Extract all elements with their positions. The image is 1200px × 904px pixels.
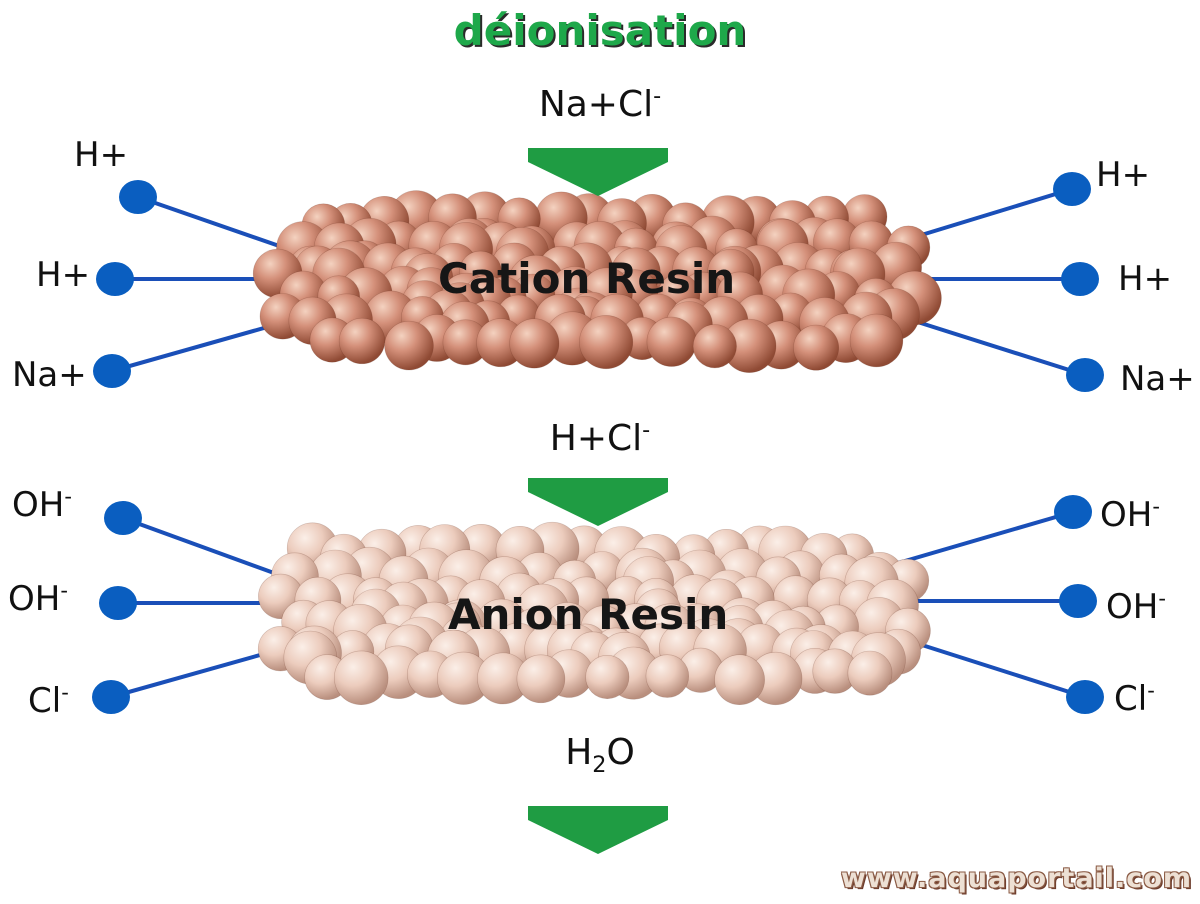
resin-bead xyxy=(384,320,434,371)
resin-bead xyxy=(338,317,386,365)
anion-left-ion-1: OH- xyxy=(12,483,72,525)
ion-dot xyxy=(93,354,131,388)
resin-bead xyxy=(793,324,840,371)
ion-bond-line xyxy=(110,646,286,699)
anion-right-ion-1: OH- xyxy=(1100,493,1160,535)
ion-dot xyxy=(104,501,142,535)
watermark: www.aquaportail.com xyxy=(840,863,1192,894)
cation-right-ion-2: H+ xyxy=(1118,259,1173,299)
resin-bead xyxy=(509,318,560,369)
flow-arrow-top xyxy=(528,148,668,196)
cation-left-ion-2: H+ xyxy=(36,255,91,295)
ion-bond-line xyxy=(904,187,1073,242)
input-label-middle: H+Cl- xyxy=(549,417,651,459)
cation-resin-label: Cation Resin xyxy=(438,254,736,303)
anion-resin-label: Anion Resin xyxy=(448,590,729,639)
anion-left-ion-3: Cl- xyxy=(28,679,69,721)
anion-left-ion-2: OH- xyxy=(8,577,68,619)
resin-bead xyxy=(334,650,389,705)
resin-bead xyxy=(645,654,689,698)
anion-right-ion-3: Cl- xyxy=(1114,677,1155,719)
resin-bead xyxy=(646,316,697,367)
ion-dot xyxy=(92,680,130,714)
output-label-h2o: H2O xyxy=(565,732,635,779)
input-label-top: Na+Cl- xyxy=(538,83,662,125)
resin-bead xyxy=(849,313,904,368)
ion-dot xyxy=(1054,495,1092,529)
ion-bond-line xyxy=(899,636,1086,699)
anion-right-ion-2: OH- xyxy=(1106,585,1166,627)
cation-right-ion-1: H+ xyxy=(1096,155,1151,195)
cation-left-ion-1: H+ xyxy=(74,135,129,175)
ion-dot xyxy=(1066,358,1104,392)
ion-dot xyxy=(1059,584,1097,618)
cation-resin-beads xyxy=(252,190,942,373)
ion-bond-line xyxy=(137,195,286,250)
flow-arrow-bottom xyxy=(528,806,668,854)
resin-beads xyxy=(252,190,942,706)
ion-bond-line xyxy=(111,320,286,373)
ion-dots xyxy=(92,172,1104,714)
resin-bead xyxy=(714,654,765,706)
anion-resin-beads xyxy=(257,521,931,706)
ion-dot xyxy=(1066,680,1104,714)
flow-arrow-middle xyxy=(528,478,668,526)
resin-bead xyxy=(585,654,630,699)
ion-dot xyxy=(99,586,137,620)
cation-right-ion-3: Na+ xyxy=(1120,359,1195,399)
ion-bond-line xyxy=(122,516,286,579)
ion-dot xyxy=(96,262,134,296)
resin-bead xyxy=(579,315,634,370)
cation-left-ion-3: Na+ xyxy=(12,355,87,395)
page-title: déionisation xyxy=(453,6,747,55)
ion-bond-line xyxy=(904,316,1086,377)
resin-bead xyxy=(692,324,737,369)
flow-arrows xyxy=(528,148,668,854)
ion-dot xyxy=(119,180,157,214)
resin-bead xyxy=(516,654,566,704)
ion-bond-lines xyxy=(110,187,1086,699)
ion-dot xyxy=(1053,172,1091,206)
resin-bead xyxy=(847,650,893,696)
ion-bond-line xyxy=(887,510,1074,568)
ion-dot xyxy=(1061,262,1099,296)
